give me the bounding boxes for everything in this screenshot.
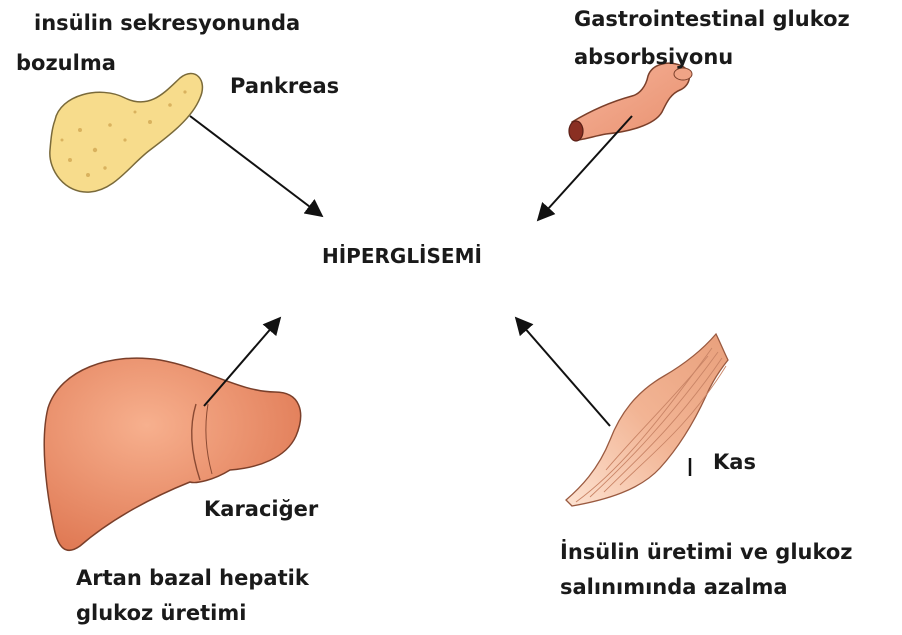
- pancreas-cause-line-1: insülin sekresyonunda: [34, 6, 300, 40]
- liver-organ-label: Karaciğer: [204, 492, 318, 526]
- muscle-cause-line-2: salınımında azalma: [560, 570, 788, 604]
- pancreas-cause-line-2: bozulma: [16, 46, 116, 80]
- gut-cause-line-1: Gastrointestinal glukoz: [574, 2, 850, 36]
- gut-cause-line-2: absorbsiyonu: [574, 40, 733, 74]
- liver-cause-line-2: glukoz üretimi: [76, 596, 246, 630]
- center-label: HİPERGLİSEMİ: [322, 239, 482, 273]
- muscle-cause-line-1: İnsülin üretimi ve glukoz: [560, 535, 853, 569]
- arrow-pancreas-to-center: [190, 116, 322, 216]
- liver-cause-line-1: Artan bazal hepatik: [76, 561, 309, 595]
- arrow-muscle-to-center: [516, 318, 610, 426]
- muscle-organ-label: Kas: [713, 445, 756, 479]
- pancreas-illustration: [50, 74, 203, 193]
- pancreas-organ-label: Pankreas: [230, 69, 339, 103]
- muscle-illustration: [566, 334, 728, 506]
- intestine-illustration: [569, 63, 692, 141]
